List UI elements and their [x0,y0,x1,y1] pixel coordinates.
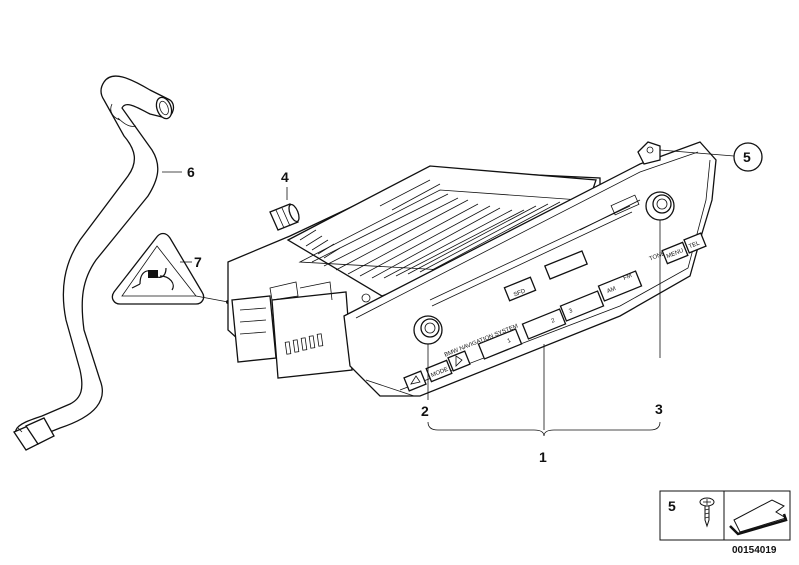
callout-1: 1 [539,449,547,465]
legend-item-number: 5 [668,498,676,514]
mode-buttons: MODE [403,350,471,392]
display-button [543,250,589,280]
warning-label-part [111,232,205,305]
radio-unit-part: SFD 1 2 3 AM FM TONE MENU TEL [227,141,717,397]
svg-text:1: 1 [507,338,513,345]
left-knob [413,315,443,345]
callout-7: 7 [194,254,202,270]
sfd-button: SFD [503,276,537,302]
svg-text:TONE: TONE [649,251,667,263]
svg-text:3: 3 [568,308,574,315]
pointer-arrow-icon [729,499,788,536]
right-knob [645,191,675,221]
preset-keys: 1 2 3 AM FM [477,270,643,360]
callout-3: 3 [655,401,663,417]
bracket-1 [427,421,661,437]
callout-6: 6 [187,164,195,180]
diagram-number: 00154019 [732,545,777,556]
top-vent-grille [298,189,582,279]
legend-box: 5 [659,490,791,541]
svg-text:2: 2 [551,318,557,325]
cable-hose-part [13,75,175,451]
side-fins [299,179,441,259]
svg-text:AM: AM [606,286,617,295]
plug-warning-icon [131,267,174,291]
small-fitting-part [269,203,300,231]
connector-line [195,295,229,303]
leader-line-5 [659,149,735,157]
screw-icon [699,497,715,528]
side-slots [284,333,324,355]
svg-text:SFD: SFD [513,288,527,298]
callout-5-circle [733,142,763,172]
function-keys: TONE MENU TEL [649,232,707,265]
callout-2: 2 [421,403,429,419]
callout-4: 4 [281,169,289,185]
callout-5: 5 [743,149,751,165]
svg-text:TEL: TEL [688,240,701,250]
svg-text:FM: FM [623,273,633,282]
